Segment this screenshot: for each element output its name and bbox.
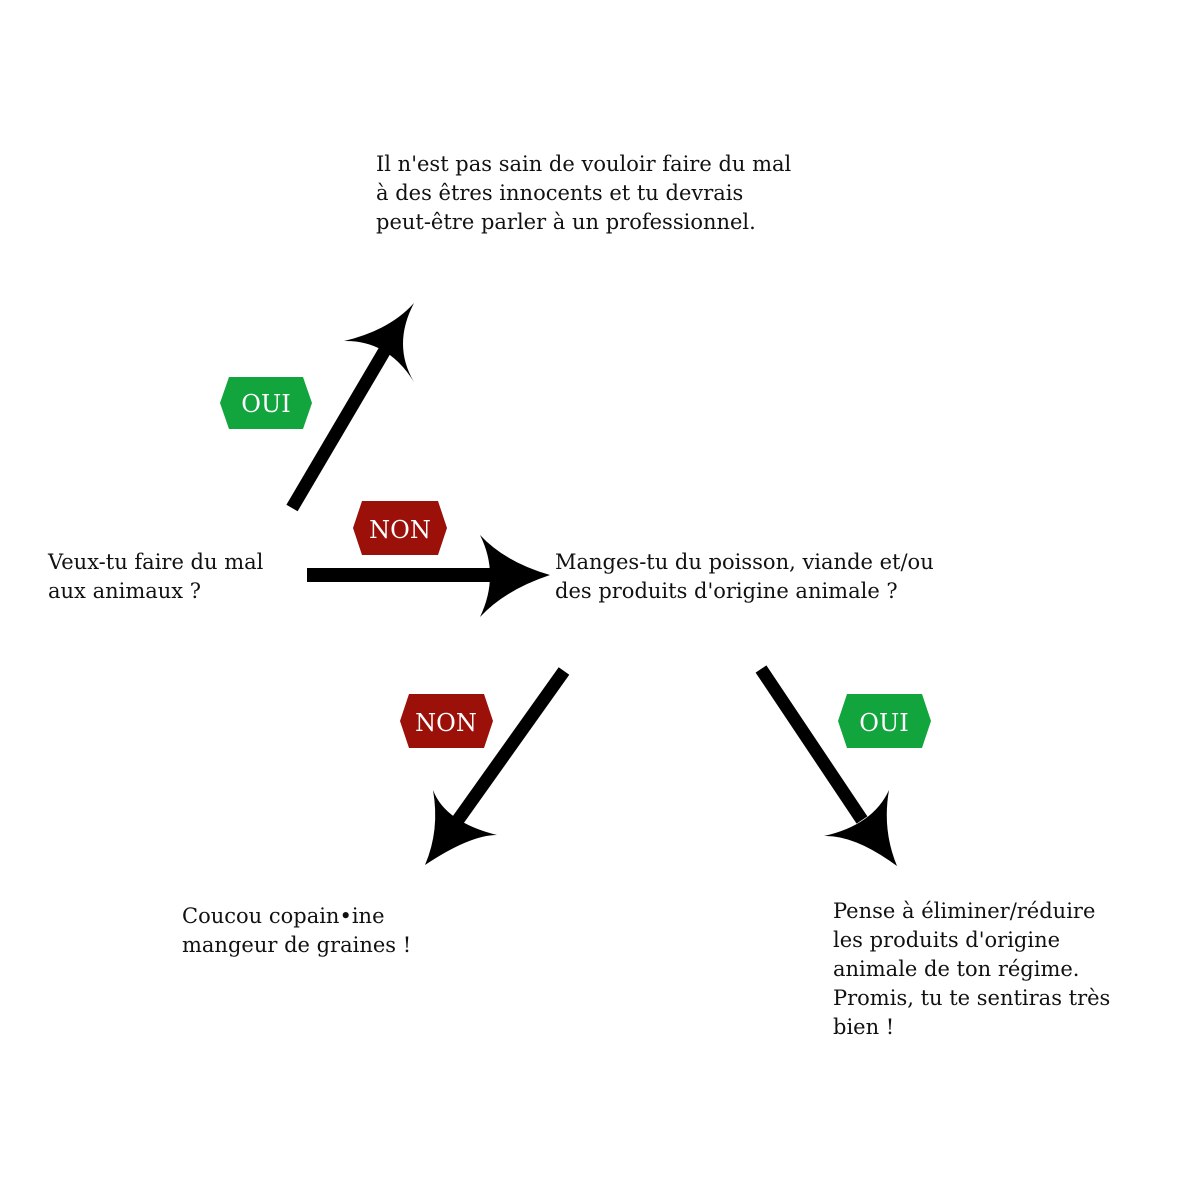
arrow-eat-yes [755,665,897,866]
node-eat-no-text: Coucou copain•ine mangeur de graines ! [182,902,411,960]
badge-eat-yes-shape [838,694,931,748]
node-line: animale de ton régime. [833,957,1080,981]
badge-harm-no-shape [353,501,447,555]
badge-eat-no: NON [400,694,493,748]
badge-harm-no: NON [353,501,447,555]
arrow-eat-no [425,667,570,865]
badge-eat-no-label: NON [415,709,477,737]
node-line: des produits d'origine animale ? [555,579,898,603]
node-harm-yes-text: Il n'est pas sain de vouloir faire du ma… [376,150,791,237]
node-line: aux animaux ? [48,579,202,603]
node-line: mangeur de graines ! [182,933,412,957]
badge-harm-yes-label: OUI [241,390,290,418]
badge-eat-yes-label: OUI [859,709,908,737]
arrow-harm-yes [286,303,414,512]
node-line: Veux-tu faire du mal [48,550,264,574]
badge-harm-no-label: NON [369,516,431,544]
node-line: à des êtres innocents et tu devrais [376,181,744,205]
badge-eat-yes: OUI [838,694,931,748]
node-line: les produits d'origine [833,928,1061,952]
arrow-harm-no [307,535,550,617]
node-line: Il n'est pas sain de vouloir faire du ma… [376,152,792,176]
node-line: Coucou copain•ine [182,904,385,928]
node-line: Manges-tu du poisson, viande et/ou [555,550,934,574]
node-line: peut-être parler à un professionnel. [376,210,756,234]
badge-eat-no-shape [400,694,493,748]
node-line: Pense à éliminer/réduire [833,899,1096,923]
node-question-harm: Veux-tu faire du mal aux animaux ? [48,548,263,606]
badge-harm-yes-shape [220,377,312,429]
node-eat-yes-text: Pense à éliminer/réduire les produits d'… [833,897,1110,1042]
node-line: Promis, tu te sentiras très [833,986,1111,1010]
node-question-eat: Manges-tu du poisson, viande et/ou des p… [555,548,934,606]
node-line: bien ! [833,1015,895,1039]
badge-harm-yes: OUI [220,377,312,429]
